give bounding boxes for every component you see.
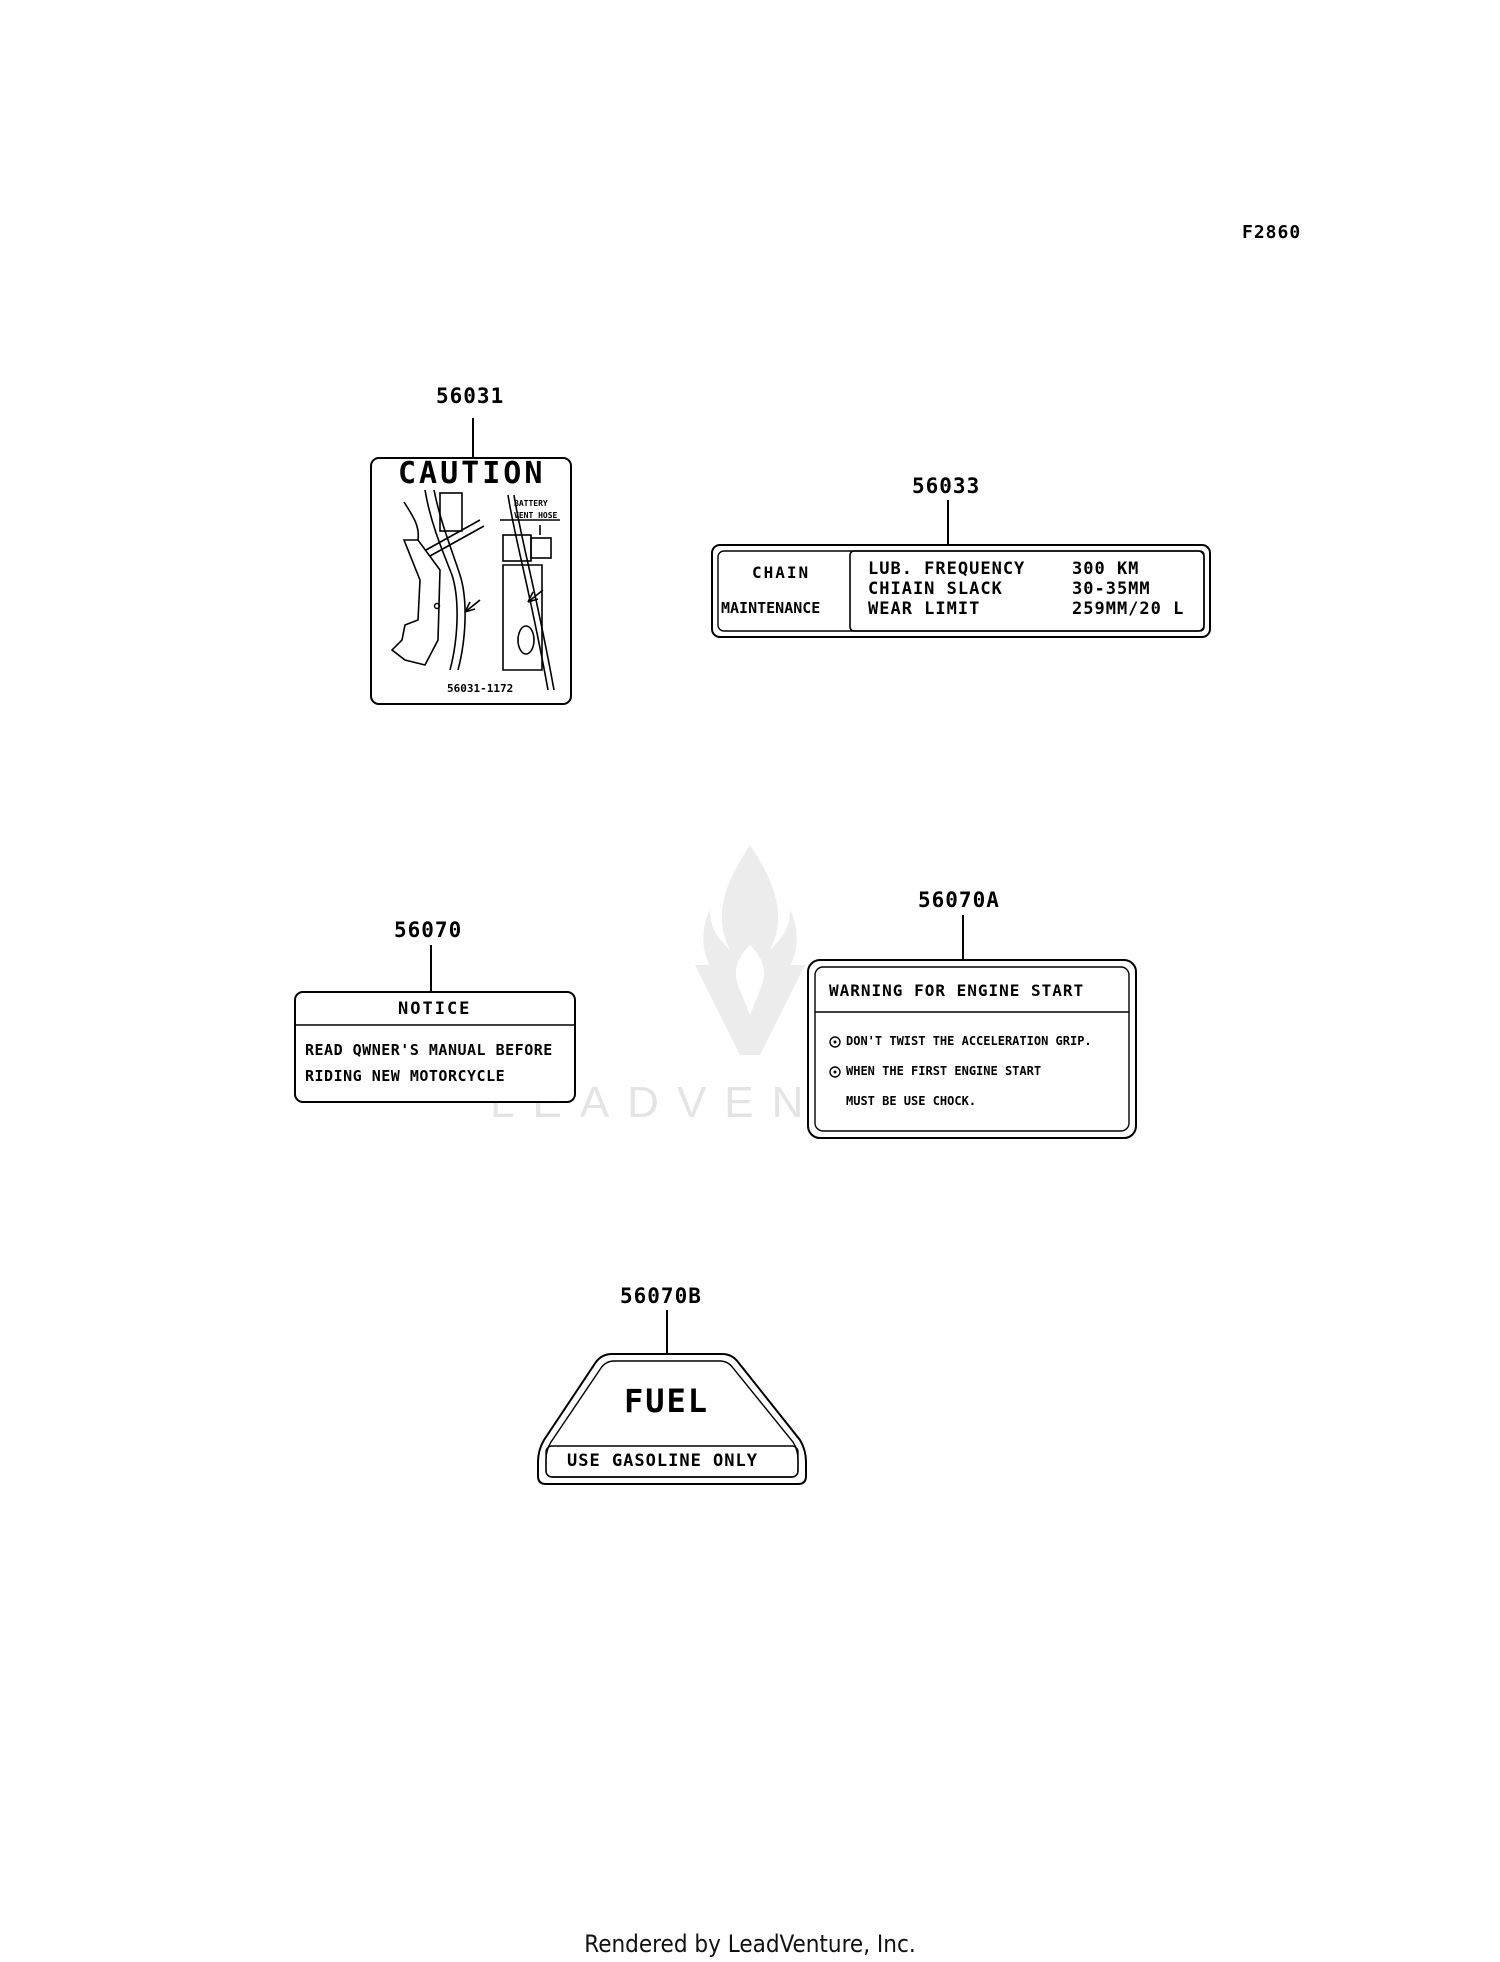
callout-56070A: 56070A [918, 888, 1000, 912]
notice-line-1: READ QWNER'S MANUAL BEFORE [305, 1041, 553, 1059]
chain-row-label: LUB. FREQUENCY [868, 559, 1026, 579]
maintenance-label: MAINTENANCE [721, 599, 821, 617]
warning-line-2: WHEN THE FIRST ENGINE START [846, 1064, 1042, 1078]
chain-row-value: 30-35MM [1072, 579, 1151, 599]
caution-part-code: 56031-1172 [447, 682, 514, 695]
warning-line-1: DON'T TWIST THE ACCELERATION GRIP. [846, 1034, 1092, 1048]
label-56070-frame [294, 991, 576, 1103]
caution-heading: CAUTION [398, 456, 546, 491]
label-56070A-frame [807, 959, 1137, 1139]
chain-row-label: CHIAIN SLACK [868, 579, 1003, 599]
battery-vent-illustration [390, 489, 560, 691]
chain-row-label: WEAR LIMIT [868, 599, 981, 619]
label-56070B-frame [537, 1353, 807, 1485]
watermark-logo-icon [695, 845, 805, 1055]
warning-line-3: MUST BE USE CHOCK. [846, 1094, 977, 1108]
vent-hose-label: VENT HOSE [514, 511, 558, 520]
notice-line-2: RIDING NEW MOTORCYCLE [305, 1067, 506, 1085]
footer-credit: Rendered by LeadVenture, Inc. [584, 1930, 916, 1958]
callout-56070: 56070 [394, 918, 463, 942]
battery-label: BATTERY [514, 499, 548, 508]
bullet-icon [829, 1036, 841, 1048]
notice-heading: NOTICE [398, 999, 472, 1019]
callout-56031: 56031 [436, 384, 505, 408]
label-56031-frame [370, 457, 572, 705]
chain-row-value: 259MM/20 L [1072, 599, 1185, 619]
callout-56070B: 56070B [620, 1284, 702, 1308]
label-56033-frame [711, 544, 1211, 638]
fuel-heading: FUEL [624, 1382, 710, 1420]
fuel-gasoline-line: USE GASOLINE ONLY [567, 1451, 758, 1471]
chain-row-value: 300 KM [1072, 559, 1140, 579]
bullet-icon [829, 1066, 841, 1078]
callout-56033: 56033 [912, 474, 981, 498]
chain-label: CHAIN [752, 563, 811, 582]
figure-id: F2860 [1242, 222, 1302, 243]
warning-heading: WARNING FOR ENGINE START [829, 981, 1085, 1000]
